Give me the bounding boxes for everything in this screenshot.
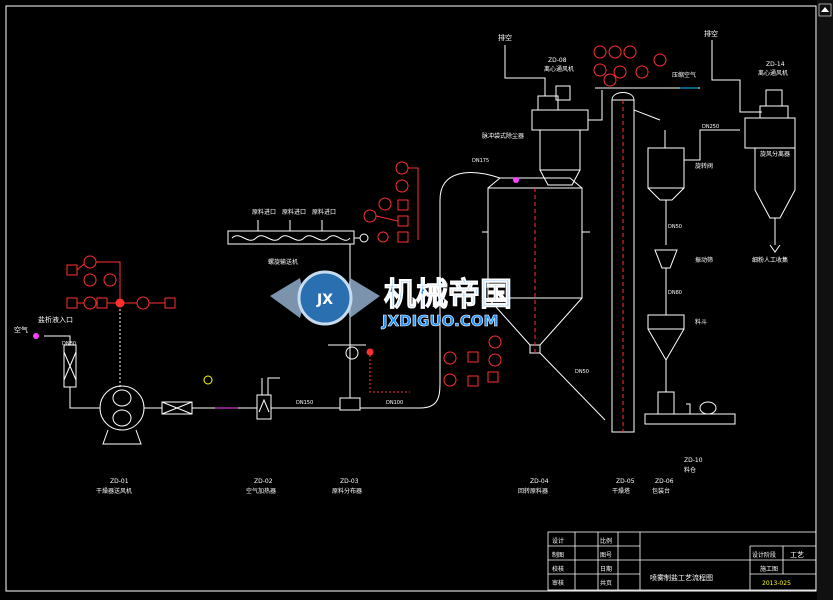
tb-row: 日期	[600, 565, 612, 573]
bin-label: 料仓	[684, 466, 696, 474]
spray-dryer	[482, 177, 606, 421]
hopper1-label: 旋转阀	[695, 162, 713, 170]
tb-stage: 设计阶段	[752, 551, 776, 559]
equip-tag: ZD-06	[655, 478, 674, 485]
tb-row: 共页	[600, 579, 612, 587]
bucket-elevator	[611, 92, 661, 433]
watermark: JX 机械帝国 JXDIGUO.COM	[270, 270, 513, 330]
air-inlet-icon	[33, 333, 39, 339]
tb-row: 图号	[600, 552, 612, 559]
equip-tag: ZD-03	[340, 478, 359, 485]
hopper3-label: 料斗	[695, 318, 707, 326]
instrument-cluster-middle	[363, 161, 502, 393]
hopper2-label: 振动筛	[695, 256, 713, 264]
equip-name: 干燥塔	[612, 487, 630, 495]
dust-collector-label: 脉冲袋式除尘器	[482, 132, 524, 140]
right-vent-label: 排空	[704, 29, 718, 38]
scroll-up-arrow-icon	[821, 7, 829, 12]
pipe-tag: DN250	[702, 124, 719, 130]
watermark-gear-icon	[297, 270, 353, 326]
blower-group	[44, 265, 215, 445]
instrument-cluster-left	[66, 255, 176, 310]
tb-discipline: 工艺	[790, 551, 804, 559]
equip-tag: ZD-04	[530, 478, 549, 485]
left-cyclone-label: 离心通风机	[544, 65, 574, 73]
screw-conveyor	[227, 172, 501, 411]
tb-row: 比例	[600, 537, 612, 545]
blower-body	[99, 385, 145, 431]
bag-filter	[504, 45, 603, 186]
drawing-number: 2013-025	[762, 580, 791, 587]
screw-feed-2: 原料进口	[282, 208, 306, 216]
right-cyclone-label: 离心通风机	[758, 69, 788, 77]
pipe-tag: DN80	[62, 341, 76, 347]
equip-name: 包装台	[652, 487, 670, 495]
conveyor-motor-icon	[359, 233, 369, 243]
pipe-tag: DN80	[668, 290, 682, 296]
tb-row: 设计	[552, 537, 564, 545]
drawing-frame	[5, 5, 817, 592]
compressed-air-label: 压缩空气	[672, 71, 696, 79]
tb-row: 制图	[552, 551, 564, 559]
bin-tag: ZD-10	[684, 457, 703, 464]
pipe-tag: DN100	[386, 400, 403, 406]
equip-name: 空气加热器	[246, 487, 276, 495]
instrument-cluster-top	[593, 45, 700, 89]
screw-feed-3: 原料进口	[312, 208, 336, 216]
drawing-title: 喷雾制盐工艺流程图	[650, 573, 713, 582]
equip-tag: ZD-01	[110, 478, 129, 485]
screw-feed-1: 原料进口	[252, 208, 276, 216]
air-label: 空气	[14, 325, 28, 334]
pipe-tag: DN150	[296, 400, 313, 406]
screw-conveyor-label: 螺旋输送机	[268, 258, 298, 266]
equip-name: 回转原料器	[518, 487, 548, 495]
right-cyclone-tag: ZD-14	[766, 61, 785, 68]
pressure-gauge-icon	[203, 375, 213, 385]
right-cyclone	[711, 40, 796, 253]
atomizer-icon	[513, 177, 519, 183]
equip-tag: ZD-02	[254, 478, 273, 485]
pipe-tag: DN50	[575, 369, 589, 375]
rotary-valve-icon	[345, 346, 359, 360]
pipe-tag: DN175	[472, 158, 489, 164]
title-block	[547, 531, 817, 591]
pipe-tag: DN50	[668, 224, 682, 230]
equip-tag: ZD-05	[616, 478, 635, 485]
hopper-column	[644, 129, 740, 425]
equip-name: 干燥器送风机	[96, 487, 132, 495]
tb-phase: 施工图	[760, 565, 778, 573]
tb-row: 校核	[552, 565, 564, 573]
tb-row: 审核	[552, 579, 564, 587]
cyclone-sep-label: 旋风分离器	[760, 150, 790, 158]
scrollbar[interactable]	[817, 0, 833, 600]
equip-name: 原料分布器	[332, 487, 362, 495]
fine-powder-label: 细粉人工收集	[752, 256, 788, 264]
scroll-up-icon[interactable]	[818, 3, 832, 17]
watermark-logo: JX	[316, 292, 333, 308]
left-cyclone-tag: ZD-08	[548, 57, 567, 64]
air-side-label: 盐析液入口	[38, 315, 73, 324]
watermark-en: JXDIGUO.COM	[381, 312, 498, 330]
watermark-cn: 机械帝国	[384, 275, 512, 313]
left-vent-label: 排空	[498, 33, 512, 42]
steam-heater	[238, 377, 340, 420]
